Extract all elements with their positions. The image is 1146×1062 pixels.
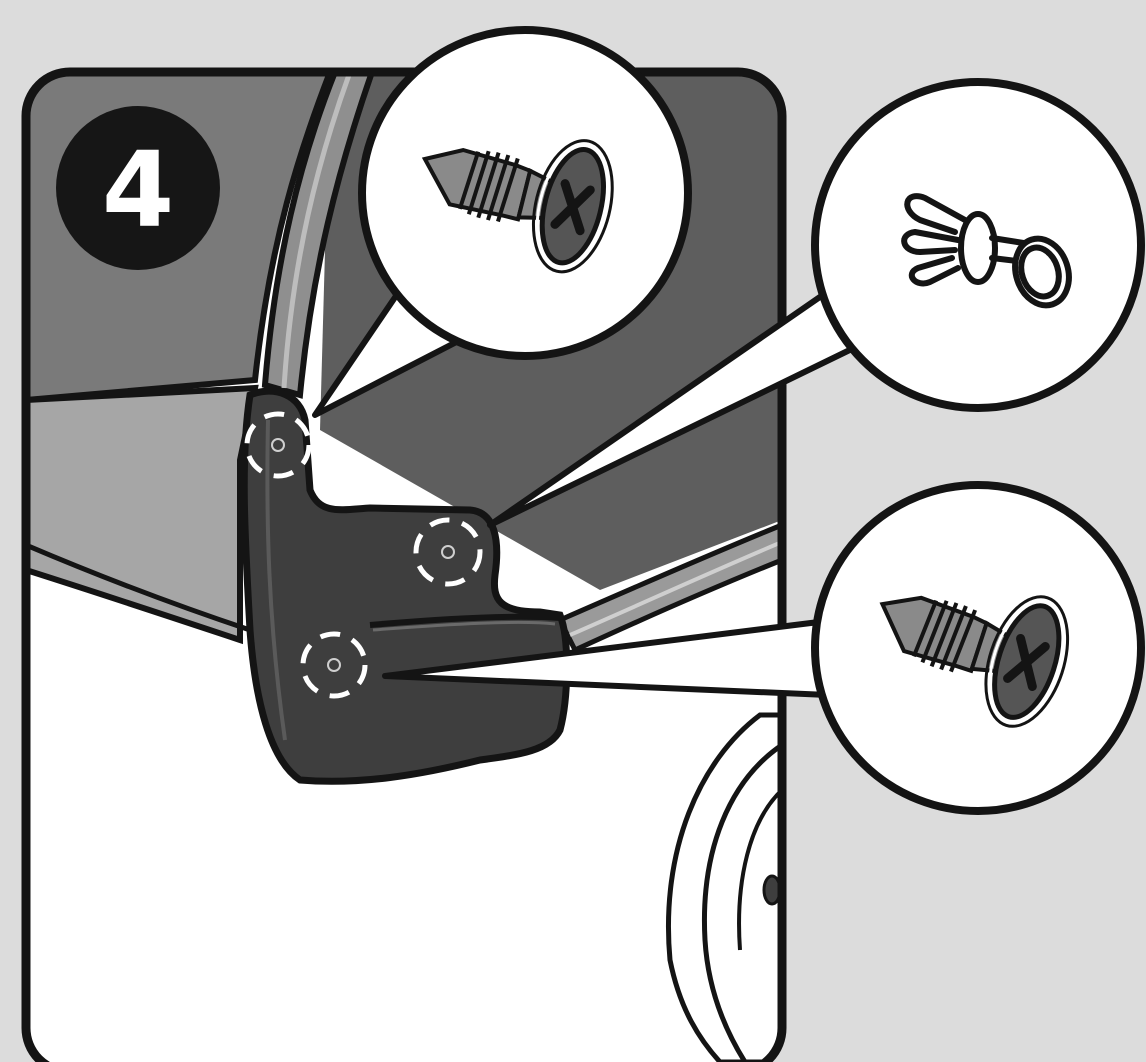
callout-bottom [815,485,1141,811]
step-number: 4 [102,129,174,251]
callout-top [362,30,688,356]
callout-middle [815,82,1141,408]
step-badge: 4 [56,106,220,270]
